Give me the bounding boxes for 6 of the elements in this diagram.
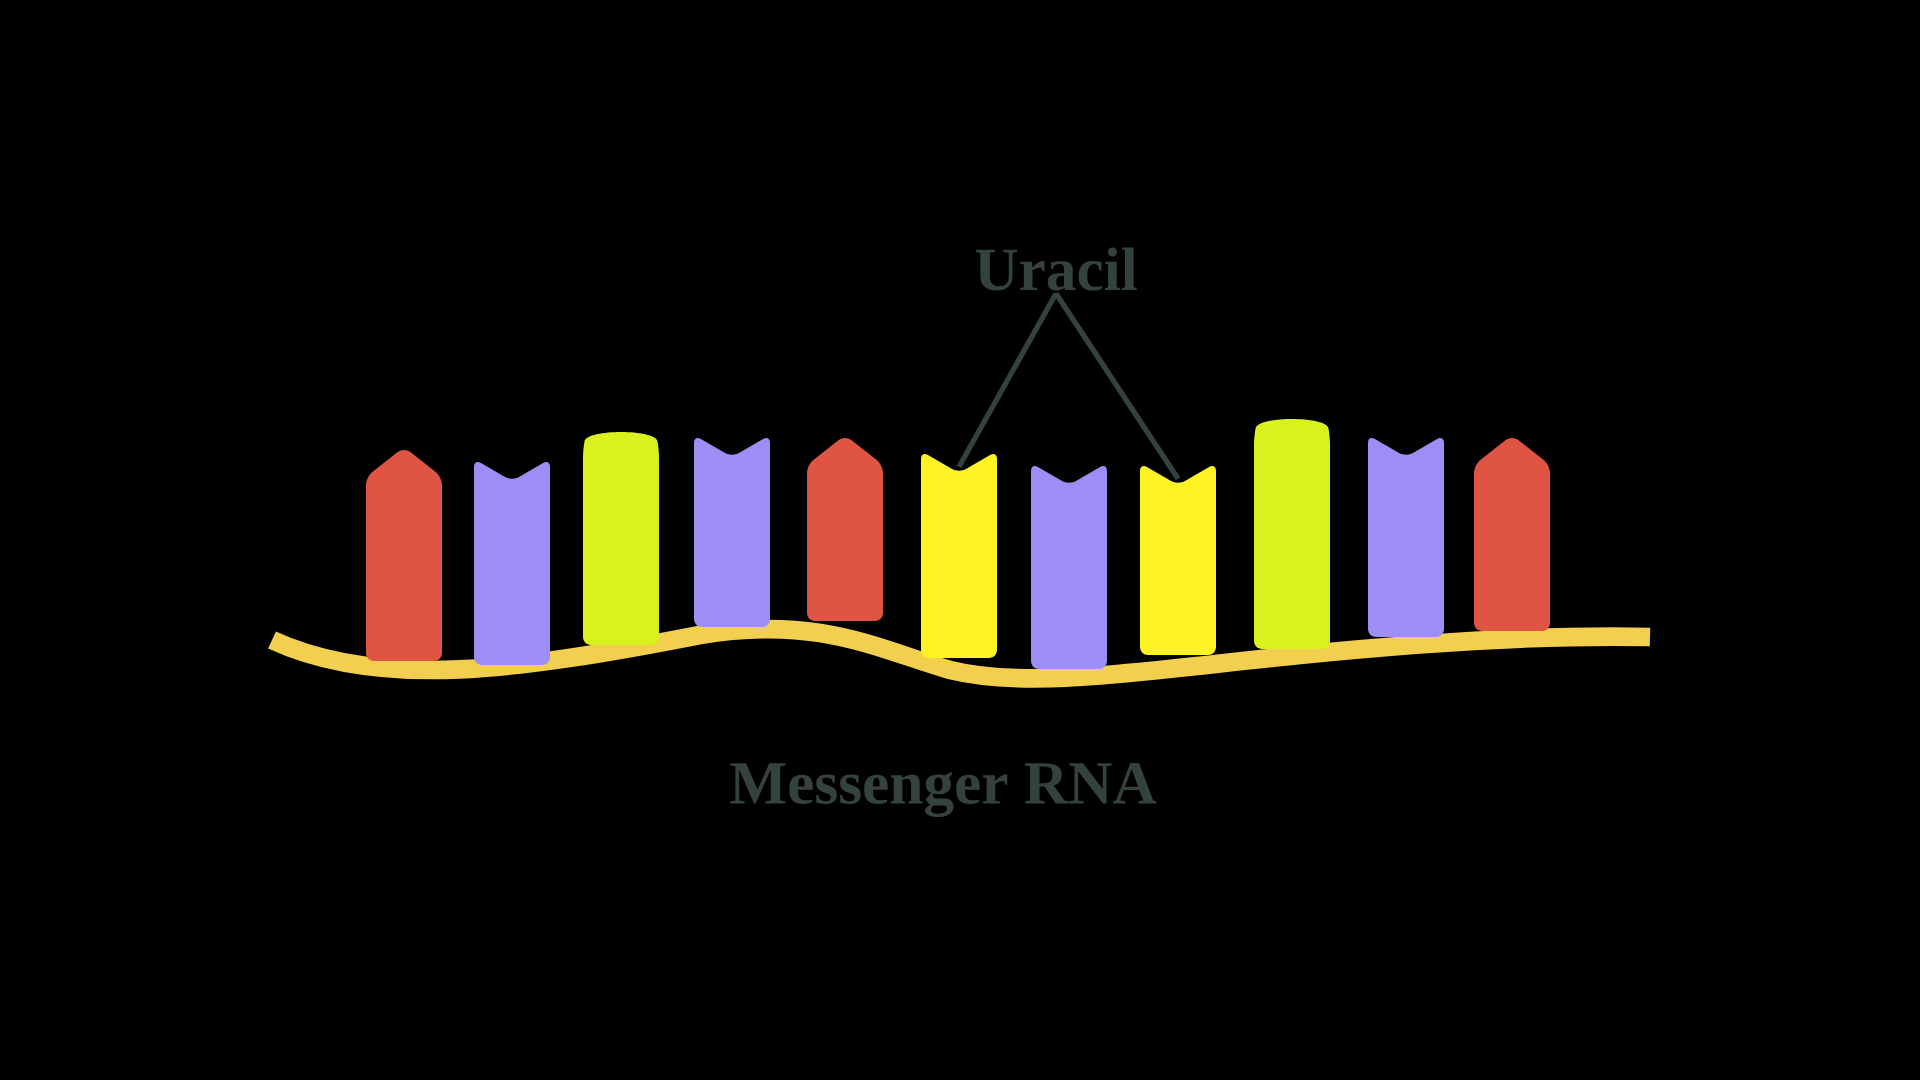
base-block xyxy=(1140,466,1216,655)
caption-text: Messenger RNA xyxy=(730,763,1157,817)
base-block xyxy=(921,454,997,658)
label-text: Uracil xyxy=(975,247,1137,291)
leader-line xyxy=(956,292,1059,469)
leader-line xyxy=(1053,292,1181,481)
